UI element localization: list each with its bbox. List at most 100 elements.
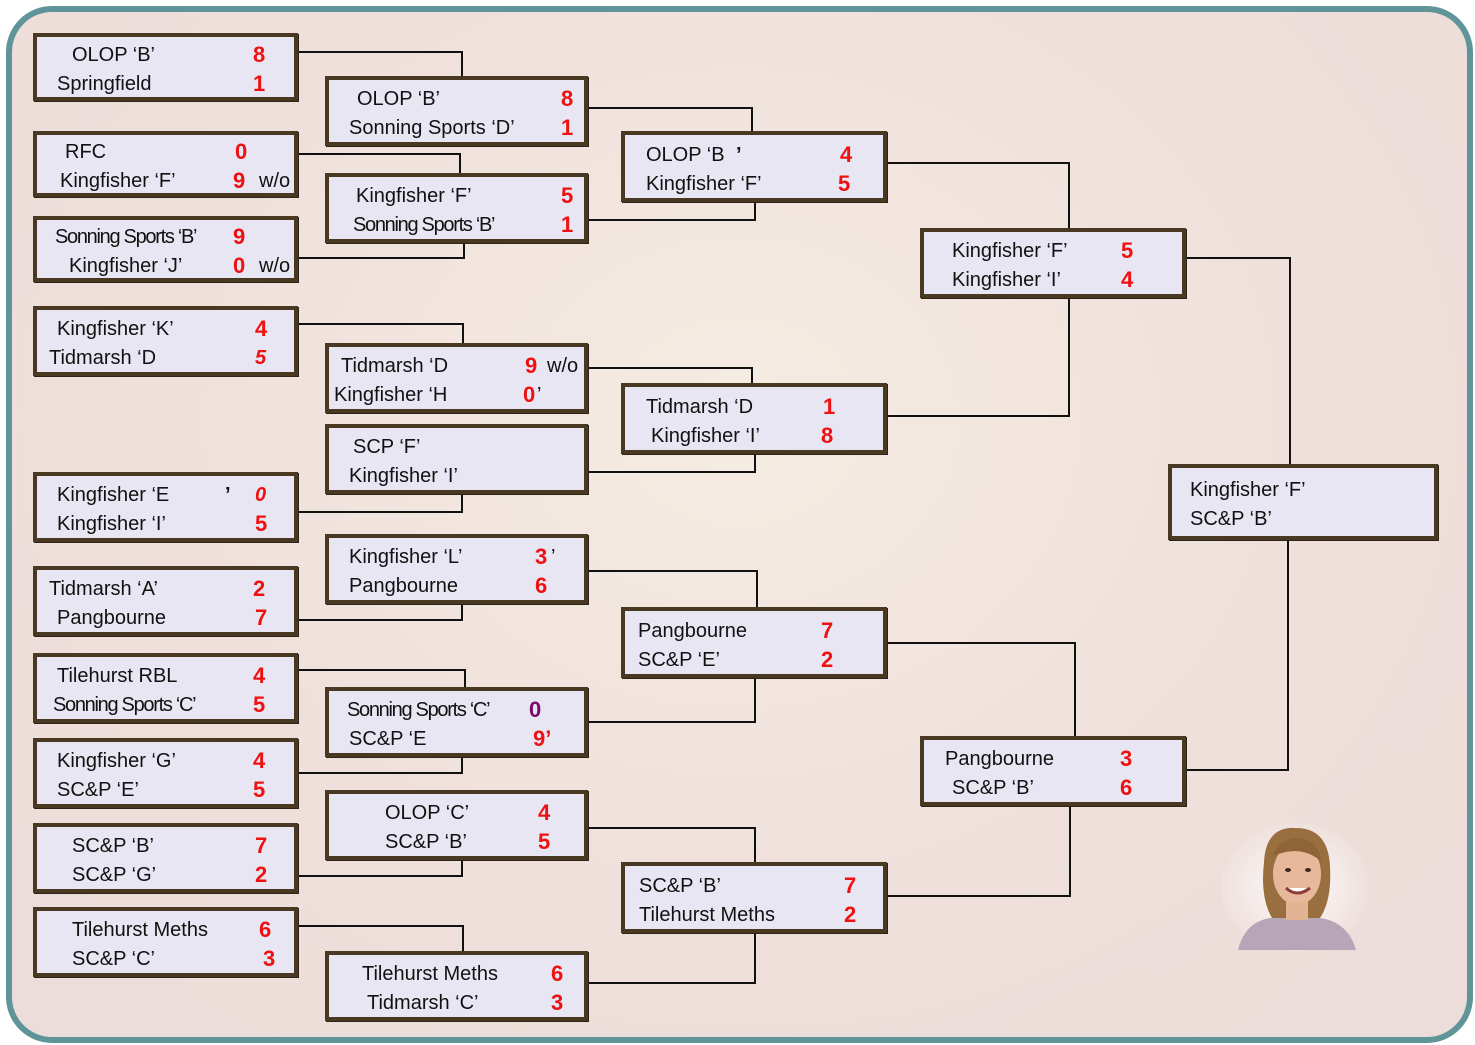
team-score: 0 — [529, 697, 542, 722]
team-row: Kingfisher ‘F’ — [1172, 476, 1434, 504]
score-suffix: ’ — [537, 384, 542, 406]
team-name: Springfield — [57, 73, 152, 95]
team-score: 6 — [1120, 775, 1133, 800]
team-score: 6 — [551, 961, 564, 986]
team-row: Kingfisher ‘E ’ 0 — [37, 481, 294, 509]
team-row: SC&P ‘B’5 — [329, 828, 584, 856]
team-row: Sonning Sports ‘B’1 — [329, 211, 584, 239]
team-name: SC&P ‘B’ — [72, 835, 154, 857]
team-name: OLOP ‘C’ — [385, 802, 470, 824]
team-row: Sonning Sports ‘D’1 — [329, 114, 584, 142]
team-row: Kingfisher ‘G’ 4 — [37, 747, 294, 775]
team-score: 7 — [255, 833, 268, 858]
team-score: 5 — [838, 171, 851, 196]
player-photo — [1221, 823, 1369, 951]
team-score: 1 — [823, 394, 836, 419]
team-score: 6 — [535, 573, 548, 598]
score-suffix: w/o — [547, 355, 579, 377]
team-score: 6 — [259, 917, 272, 942]
team-row: Kingfisher ‘F’5 — [329, 182, 584, 210]
team-row: OLOP ‘C’4 — [329, 799, 584, 827]
team-name: RFC — [65, 141, 107, 163]
team-mark: ’ — [225, 484, 231, 506]
team-row: Kingfisher ‘F’5 — [924, 237, 1182, 265]
team-name: Sonning Sports ‘B’ — [353, 214, 495, 236]
team-name: SC&P ‘G’ — [72, 864, 157, 886]
team-name: Kingfisher ‘I’ — [349, 465, 458, 487]
team-row: Kingfisher ‘I’ — [329, 462, 584, 490]
team-score: 4 — [1121, 267, 1134, 292]
team-row: Springfield 1 — [37, 70, 294, 98]
team-row: SC&P ‘B’6 — [924, 774, 1182, 802]
team-name: Kingfisher ‘L’ — [349, 546, 463, 568]
team-name: Tidmarsh ‘D — [341, 355, 449, 377]
team-score: 2 — [255, 862, 268, 887]
team-row: Tidmarsh ‘A’2 — [37, 575, 294, 603]
team-score: 4 — [253, 663, 266, 688]
team-score: 1 — [253, 71, 266, 96]
team-score: 5 — [255, 347, 267, 369]
team-name: Tilehurst Meths — [639, 904, 775, 926]
team-score: 7 — [821, 618, 834, 643]
team-name: OLOP ‘B’ — [72, 44, 155, 66]
team-name: Pangbourne — [57, 607, 166, 629]
team-score: 0 — [235, 139, 248, 164]
team-name: Kingfisher ‘I’ — [651, 425, 760, 447]
team-score: 5 — [255, 511, 268, 536]
team-row: SC&P ‘E’5 — [37, 776, 294, 804]
team-name: Kingfisher ‘F’ — [646, 173, 762, 195]
team-name: Pangbourne — [349, 575, 458, 597]
match-box-r2-4: SCP ‘F’Kingfisher ‘I’ — [325, 424, 588, 494]
team-row: SC&P ‘B’ — [1172, 505, 1434, 533]
team-name: Kingfisher ‘E — [57, 484, 170, 506]
team-score: 0 — [523, 382, 536, 407]
team-row: Tidmarsh ‘C’3 — [329, 989, 584, 1017]
team-name: SC&P ‘E’ — [638, 649, 720, 671]
team-name: SC&P ‘B’ — [1190, 508, 1272, 530]
team-score: 9’ — [533, 726, 552, 751]
score-suffix: w/o — [259, 170, 291, 192]
team-row: Pangbourne 6 — [329, 572, 584, 600]
team-row: Kingfisher ‘I’8 — [625, 422, 883, 450]
team-name: SC&P ‘B’ — [385, 831, 467, 853]
team-row: OLOP ‘B’8 — [329, 85, 584, 113]
team-row: OLOP ‘B’4 — [625, 141, 883, 169]
team-mark: ’ — [736, 144, 742, 166]
team-row: SC&P ‘B’7 — [625, 872, 883, 900]
team-name: Tidmarsh ‘C’ — [367, 992, 479, 1014]
team-score: 4 — [253, 748, 266, 773]
team-name: SC&P ‘B’ — [639, 875, 721, 897]
team-score: 5 — [253, 692, 266, 717]
team-row: SC&P ‘C’3 — [37, 945, 294, 973]
team-row: Tidmarsh ‘D 5 — [37, 344, 294, 372]
team-name: Kingfisher ‘G’ — [57, 750, 176, 772]
team-score: 9 — [233, 168, 246, 193]
team-score: 5 — [1121, 238, 1134, 263]
team-row: Kingfisher ‘L’3’ — [329, 543, 584, 571]
team-row: Kingfisher ‘K’4 — [37, 315, 294, 343]
team-name: Kingfisher ‘H — [334, 384, 448, 406]
match-box-final: Kingfisher ‘F’ SC&P ‘B’ — [1168, 464, 1438, 540]
team-name: Tidmarsh ‘D — [49, 347, 157, 369]
team-name: Sonning Sports ‘C’ — [53, 694, 197, 716]
team-name: Sonning Sports ‘B’ — [55, 226, 197, 248]
team-name: Kingfisher ‘F’ — [356, 185, 472, 207]
team-row: SC&P ‘E’2 — [625, 646, 883, 674]
team-score: 0 — [255, 484, 267, 506]
